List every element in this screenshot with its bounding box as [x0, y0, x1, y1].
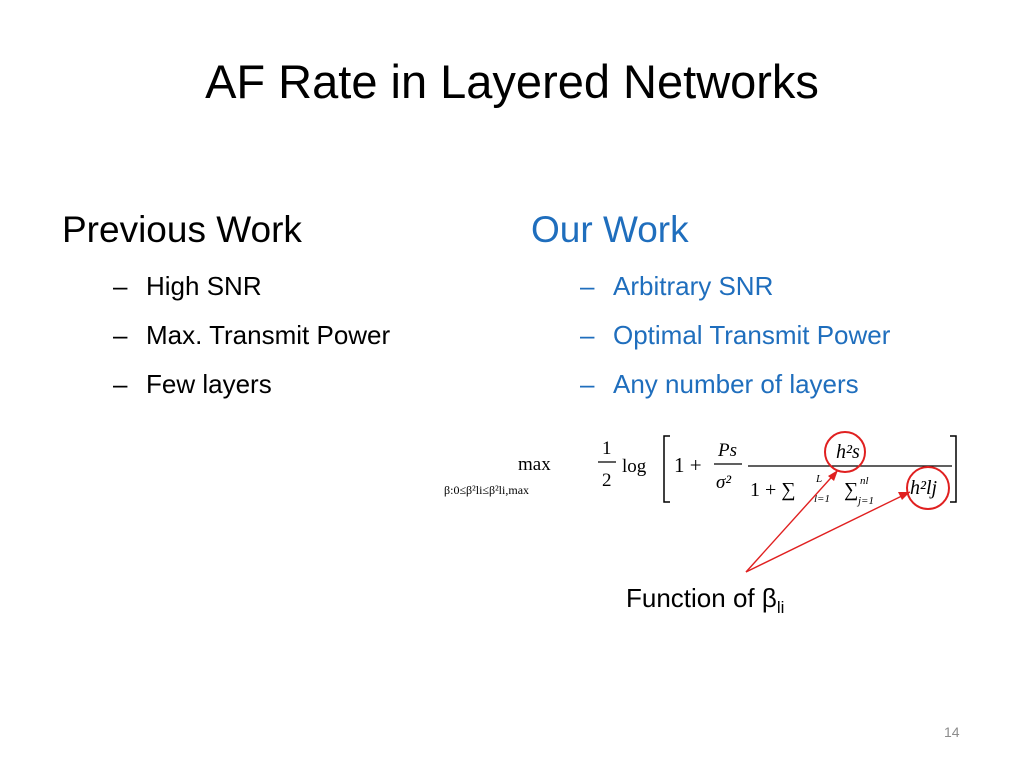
list-item: –High SNR — [113, 268, 390, 317]
hs-highlight-circle — [824, 431, 866, 473]
dash-bullet: – — [113, 320, 128, 350]
dash-bullet: – — [113, 369, 128, 399]
hs-squared: h²s — [836, 441, 860, 463]
list-item: –Few layers — [113, 366, 390, 415]
formula-caption: Function of βli — [626, 580, 784, 626]
list-item: –Any number of layers — [580, 366, 890, 415]
dash-bullet: – — [580, 369, 595, 399]
hlj-highlight-circle — [906, 466, 950, 510]
bullet-text: Max. Transmit Power — [146, 320, 391, 350]
bullet-text: Any number of layers — [613, 369, 859, 399]
bullet-text: Few layers — [146, 369, 272, 399]
inner-sum-symbol: ∑ — [844, 479, 858, 501]
sum-lower-l: l=1 — [814, 493, 830, 505]
bullet-text: Optimal Transmit Power — [613, 320, 891, 350]
half-numerator: 1 — [602, 438, 612, 459]
slide-number: 14 — [944, 724, 960, 740]
right-bracket — [950, 435, 957, 503]
previous-work-list: –High SNR –Max. Transmit Power –Few laye… — [113, 268, 390, 415]
half-denominator: 2 — [602, 470, 612, 491]
list-item: –Arbitrary SNR — [580, 268, 890, 317]
bullet-text: High SNR — [146, 271, 262, 301]
dash-bullet: – — [580, 271, 595, 301]
sum-upper-l: L — [815, 473, 822, 485]
previous-work-heading: Previous Work — [62, 209, 302, 250]
bullet-text: Arbitrary SNR — [613, 271, 774, 301]
caption-subscript: li — [776, 598, 785, 617]
left-bracket — [663, 435, 670, 503]
slide-title: AF Rate in Layered Networks — [205, 55, 819, 108]
one-plus: 1 + — [674, 453, 702, 477]
log-operator: log — [622, 456, 647, 477]
arrow-head-hs — [828, 470, 838, 481]
sum-upper-nl: nl — [860, 475, 869, 487]
caption-text: Function of β — [626, 583, 777, 613]
rate-formula: max β:0≤β²li≤β²li,max 1 2 log 1 + Ps σ² … — [444, 431, 957, 573]
dash-bullet: – — [113, 271, 128, 301]
ps-numerator: Ps — [717, 440, 737, 461]
arrow-head-hlj — [898, 492, 910, 500]
max-constraint: β:0≤β²li≤β²li,max — [444, 483, 529, 497]
our-work-heading: Our Work — [531, 209, 689, 250]
list-item: –Max. Transmit Power — [113, 317, 390, 366]
sigma-denominator: σ² — [716, 472, 731, 493]
arrow-to-hlj — [745, 491, 911, 573]
our-work-list: –Arbitrary SNR –Optimal Transmit Power –… — [580, 268, 890, 415]
dash-bullet: – — [580, 320, 595, 350]
denominator-prefix: 1 + ∑ — [750, 479, 796, 501]
sum-lower-j: j=1 — [856, 495, 874, 507]
hlj-squared: h²lj — [910, 477, 938, 499]
arrow-to-hs — [745, 469, 839, 573]
list-item: –Optimal Transmit Power — [580, 317, 890, 366]
max-operator: max — [518, 454, 551, 475]
